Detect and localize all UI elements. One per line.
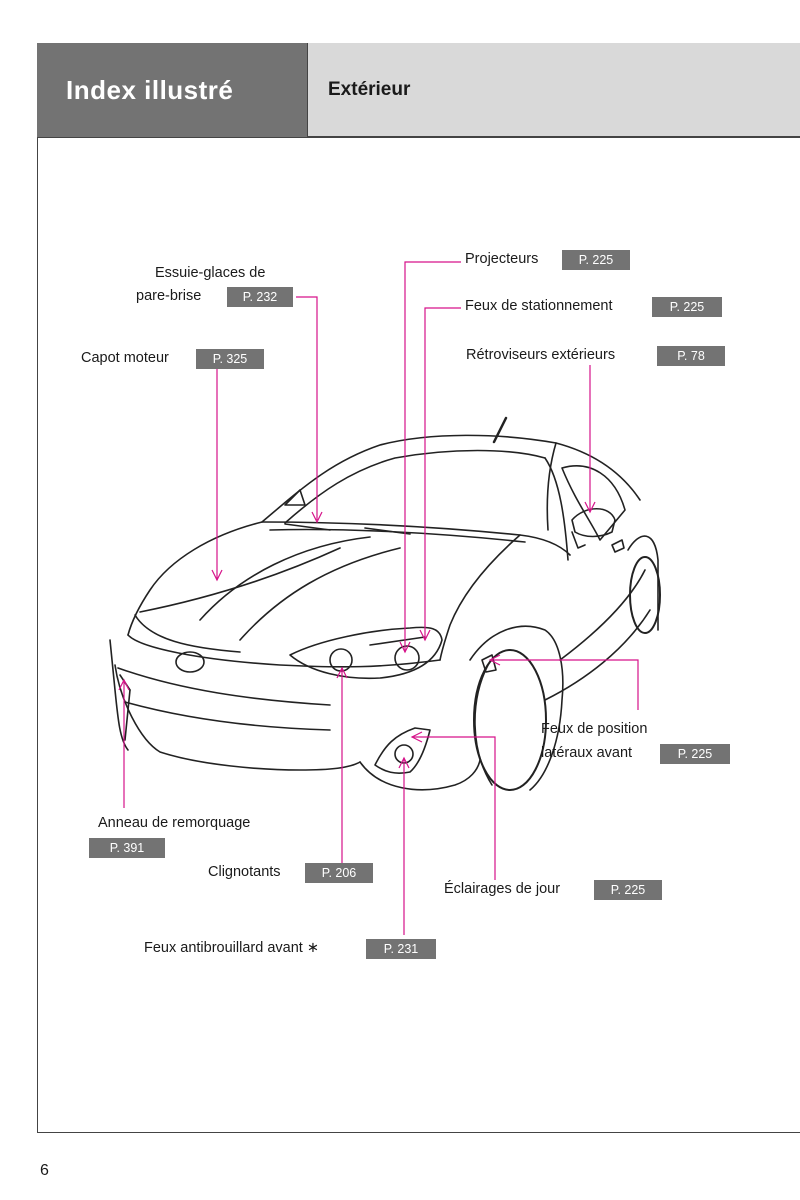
parking-lights-label: Feux de stationnement	[465, 298, 613, 314]
hood-label: Capot moteur	[81, 350, 169, 366]
parking-lights-page-ref[interactable]: P. 225	[652, 297, 722, 317]
section-title: Index illustré	[66, 75, 234, 105]
daytime-lights-label: Éclairages de jour	[444, 881, 561, 897]
subsection-title: Extérieur	[328, 79, 411, 100]
headlights-page-ref[interactable]: P. 225	[562, 250, 630, 270]
wiper-label-line1: Essuie-glaces de	[155, 265, 266, 281]
side-marker-label-line1: Feux de position	[541, 721, 648, 737]
car-outline	[109, 416, 661, 791]
leader-lines	[118, 261, 639, 935]
side-marker-page-ref[interactable]: P. 225	[660, 744, 730, 764]
turn-signals-label: Clignotants	[208, 864, 281, 880]
header-divider	[37, 137, 800, 138]
section-header: Index illustré	[37, 43, 308, 137]
fog-lights-page-ref[interactable]: P. 231	[366, 939, 436, 959]
page-number: 6	[40, 1162, 49, 1179]
daytime-lights-page-ref[interactable]: P. 225	[594, 880, 662, 900]
subsection-header: Extérieur	[308, 43, 800, 137]
towing-eye-label: Anneau de remorquage	[98, 815, 251, 831]
wiper-page-ref[interactable]: P. 232	[227, 287, 293, 307]
wiper-label-line2: pare-brise	[136, 288, 202, 304]
mirrors-label: Rétroviseurs extérieurs	[466, 347, 616, 363]
towing-eye-page-ref[interactable]: P. 391	[89, 838, 165, 858]
turn-signals-page-ref[interactable]: P. 206	[305, 863, 373, 883]
side-marker-label-line2: latéraux avant	[541, 745, 633, 761]
mirrors-page-ref[interactable]: P. 78	[657, 346, 725, 366]
headlights-label: Projecteurs	[465, 251, 539, 267]
hood-page-ref[interactable]: P. 325	[196, 349, 264, 369]
fog-lights-label: Feux antibrouillard avant ∗	[144, 940, 319, 956]
